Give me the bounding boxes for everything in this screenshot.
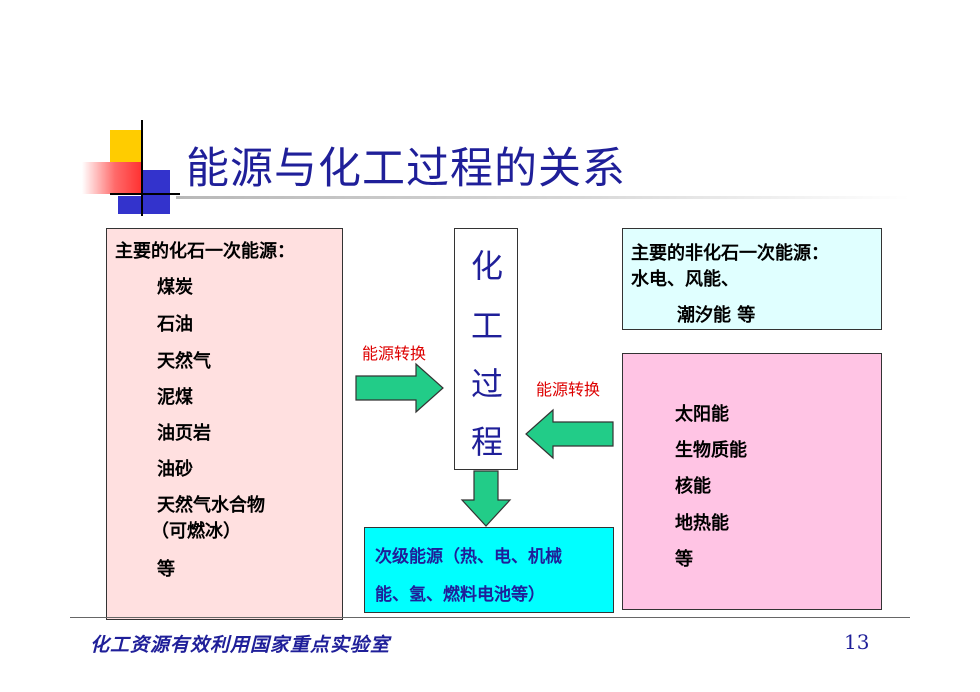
ornament-horizontal-line (110, 193, 180, 195)
fossil-item: （可燃冰） (151, 521, 241, 542)
fossil-item: 油页岩 (157, 423, 211, 444)
renewable-item: 核能 (675, 476, 711, 497)
process-char: 过 (470, 365, 503, 403)
renewable-item: 太阳能 (675, 404, 729, 425)
renewable-item: 地热能 (675, 513, 729, 534)
footer-lab-name: 化工资源有效利用国家重点实验室 (90, 634, 391, 656)
process-char: 工 (470, 307, 503, 345)
ornament-yellow-square (110, 130, 142, 168)
secondary-line: 能、氢、燃料电池等） (375, 585, 545, 605)
title-rule (176, 196, 910, 199)
renewable-item: 生物质能 (675, 440, 747, 461)
arrow-left-icon (525, 408, 614, 460)
process-char: 化 (470, 247, 503, 285)
secondary-energy-box: 次级能源（热、电、机械 能、氢、燃料电池等） (364, 527, 614, 613)
ornament-blue-square (142, 170, 170, 214)
nonfossil-line: 水电、风能、 (631, 269, 739, 290)
ornament-blue-square-small (118, 196, 142, 214)
process-char: 程 (470, 423, 503, 461)
nonfossil-heading: 主要的非化石一次能源： (631, 243, 829, 264)
arrow-down-icon (460, 470, 512, 527)
footer-rule (70, 617, 910, 618)
fossil-heading: 主要的化石一次能源： (115, 241, 295, 262)
chemical-process-box: 化 工 过 程 (454, 228, 518, 470)
ornament-vertical-line (141, 120, 143, 216)
renewable-item: 等 (675, 549, 693, 570)
arrow-right-icon (355, 362, 444, 414)
page-number: 13 (844, 630, 870, 654)
renewable-energy-box: 太阳能 生物质能 核能 地热能 等 (622, 353, 882, 610)
slide-title: 能源与化工过程的关系 (186, 144, 626, 194)
fossil-item: 等 (157, 559, 175, 580)
fossil-energy-box: 主要的化石一次能源： 煤炭 石油 天然气 泥煤 油页岩 油砂 天然气水合物 （可… (106, 228, 343, 620)
nonfossil-line: 潮汐能 等 (677, 305, 756, 326)
fossil-item: 石油 (157, 314, 193, 335)
conversion-label-left: 能源转换 (362, 344, 427, 363)
fossil-item: 煤炭 (157, 277, 193, 298)
fossil-item: 天然气水合物 (157, 495, 265, 516)
fossil-item: 油砂 (157, 459, 193, 480)
nonfossil-energy-box: 主要的非化石一次能源： 水电、风能、 潮汐能 等 (622, 228, 882, 330)
conversion-label-right: 能源转换 (536, 380, 601, 399)
fossil-item: 天然气 (157, 351, 211, 372)
secondary-line: 次级能源（热、电、机械 (375, 547, 562, 567)
fossil-item: 泥煤 (157, 387, 193, 408)
ornament-red-gradient (82, 162, 142, 194)
